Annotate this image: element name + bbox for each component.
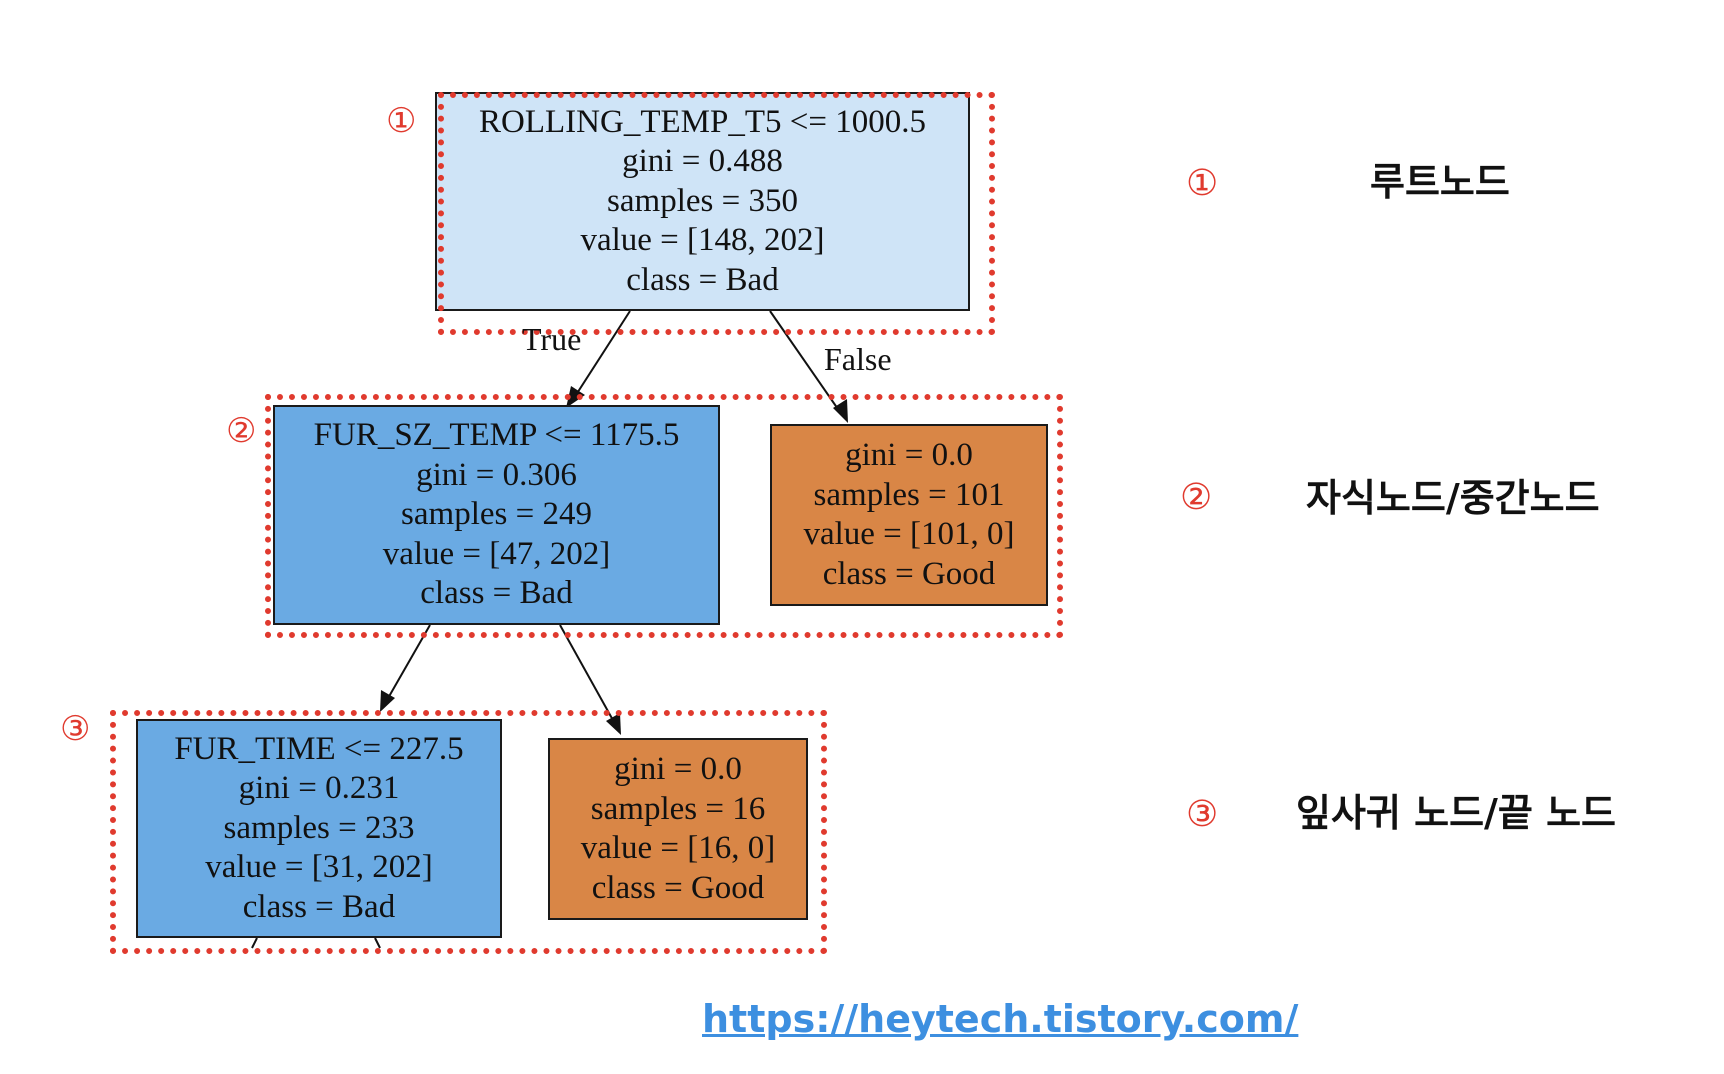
edge-label-true: True: [522, 321, 582, 357]
legend-num-3: ③: [1186, 794, 1219, 835]
root-samples: samples = 350: [607, 182, 798, 219]
legend-num-2: ②: [1180, 477, 1213, 518]
legend-label-1: 루트노드: [1370, 160, 1510, 204]
mid-left-samples: samples = 249: [401, 496, 592, 533]
leaf-right-node: gini = 0.0 samples = 16 value = [16, 0] …: [548, 738, 808, 920]
marker-2: ②: [226, 411, 257, 451]
leaf-right-value: value = [16, 0]: [580, 830, 776, 866]
mid-left-class: class = Bad: [420, 575, 573, 612]
leaf-right-class: class = Good: [591, 869, 765, 906]
root-gini: gini = 0.488: [622, 143, 783, 180]
leaf-left-value: value = [31, 202]: [205, 849, 433, 886]
leaf-right-gini: gini = 0.0: [614, 751, 742, 787]
mid-left-value: value = [47, 202]: [382, 535, 611, 572]
mid-right-node: gini = 0.0 samples = 101 value = [101, 0…: [770, 424, 1048, 606]
mid-left-gini: gini = 0.306: [416, 456, 577, 493]
root-value: value = [148, 202]: [580, 222, 825, 259]
root-class: class = Bad: [626, 261, 779, 298]
leaf-left-node: FUR_TIME <= 227.5 gini = 0.231 samples =…: [136, 719, 502, 938]
mid-right-value: value = [101, 0]: [803, 516, 1015, 552]
frame-level-3: [110, 710, 827, 954]
mid-right-gini: gini = 0.0: [845, 437, 973, 473]
edge-leaf-left-down-a: [251, 937, 258, 949]
root-split-rule: ROLLING_TEMP_T5 <= 1000.5: [479, 103, 926, 140]
legend-label-2: 자식노드/중간노드: [1306, 476, 1600, 520]
edge-leaf-left-down-b: [374, 937, 381, 949]
mid-left-node: FUR_SZ_TEMP <= 1175.5 gini = 0.306 sampl…: [273, 405, 720, 625]
frame-level-2: [265, 394, 1063, 638]
arrowhead-mid-left-to-leaf-right: [606, 713, 621, 735]
edge-mid-left-to-leaf-right: [559, 624, 615, 723]
leaf-left-class: class = Bad: [242, 888, 396, 925]
mid-right-samples: samples = 101: [813, 476, 1005, 513]
leaf-left-split-rule: FUR_TIME <= 227.5: [174, 730, 464, 767]
mid-left-split-rule: FUR_SZ_TEMP <= 1175.5: [313, 417, 680, 454]
source-url-link[interactable]: https://heytech.tistory.com/: [702, 997, 1299, 1041]
edge-label-false: False: [824, 341, 892, 377]
frame-level-1: [438, 92, 995, 335]
leaf-right-samples: samples = 16: [590, 790, 766, 827]
edge-root-to-mid-left: [573, 310, 631, 399]
legend-num-1: ①: [1186, 163, 1219, 204]
legend-label-3: 잎사귀 노드/끝 노드: [1296, 791, 1617, 835]
arrowhead-mid-left-to-leaf-left: [380, 690, 395, 712]
marker-1: ①: [386, 101, 417, 141]
leaf-left-gini: gini = 0.231: [238, 770, 400, 807]
leaf-left-samples: samples = 233: [223, 809, 415, 846]
root-node: ROLLING_TEMP_T5 <= 1000.5 gini = 0.488 s…: [435, 92, 970, 311]
marker-3: ③: [60, 709, 91, 749]
arrowhead-root-to-mid-right: [833, 399, 848, 423]
mid-right-class: class = Good: [822, 555, 996, 592]
